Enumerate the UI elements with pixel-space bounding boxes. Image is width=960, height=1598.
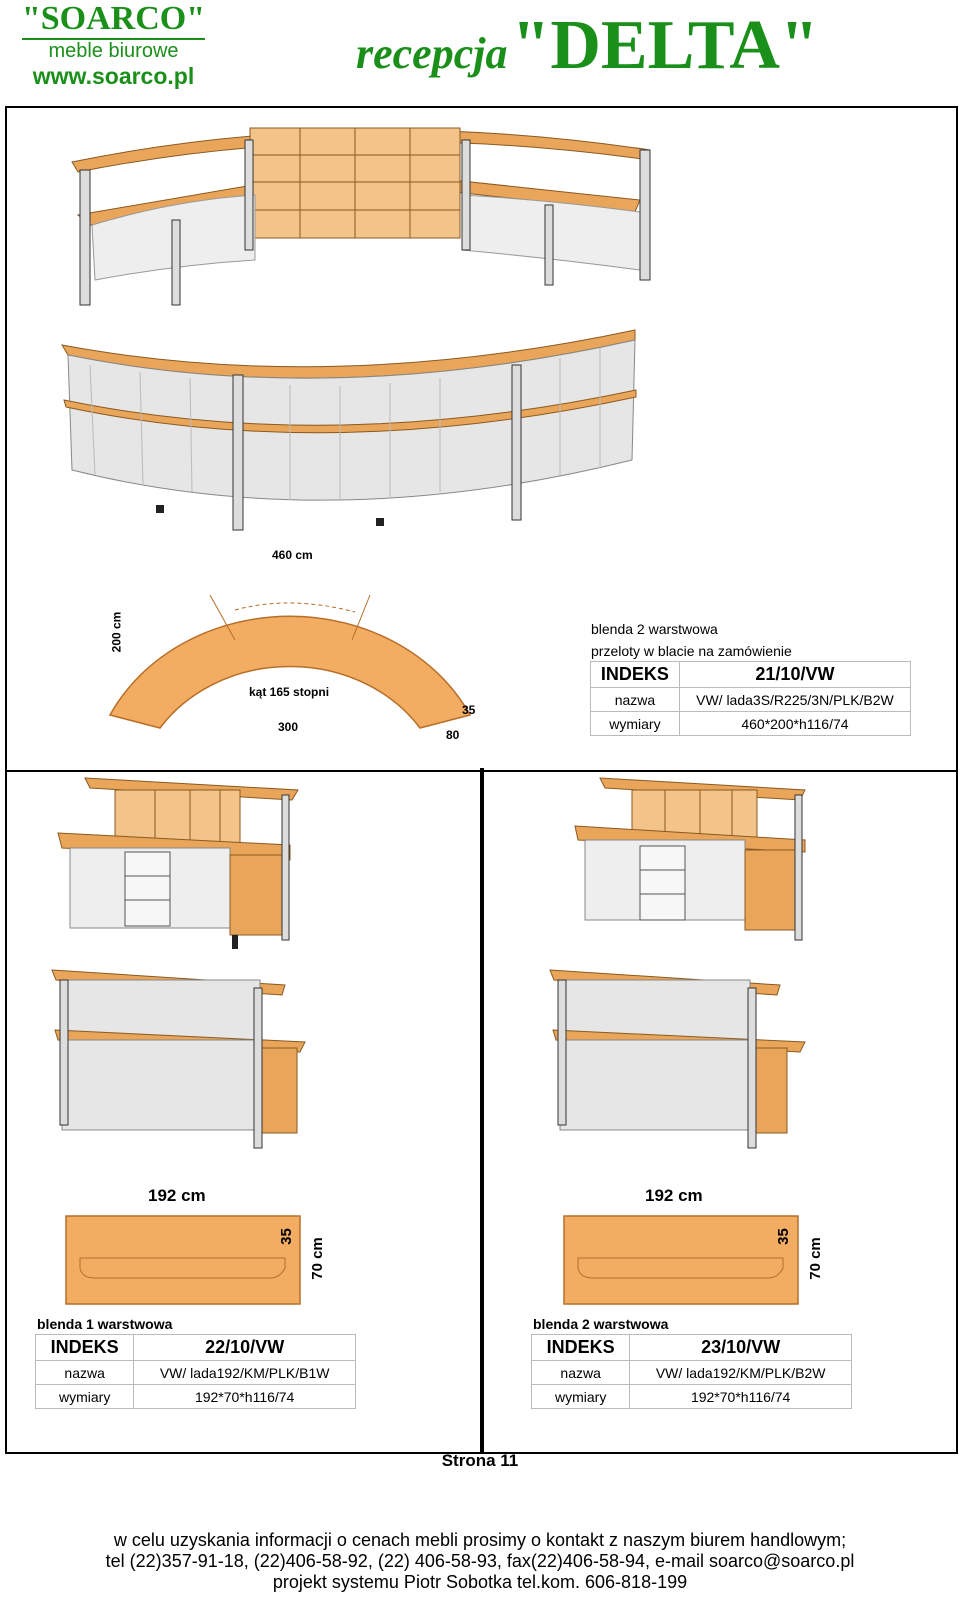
indeks-label: INDEKS (34, 1334, 135, 1361)
footer-line-2: tel (22)357-91-18, (22)406-58-92, (22) 4… (105, 1551, 855, 1571)
footer-contact: w celu uzyskania informacji o cenach meb… (0, 1530, 960, 1593)
brand-name: "SOARCO" (21, 0, 206, 40)
top-note-blend: blenda 2 warstwowa (591, 621, 718, 637)
page-number: Strona 11 (441, 1451, 519, 1470)
dim-right-width: 192 cm (645, 1186, 703, 1205)
right-product-frame (480, 768, 958, 1454)
top-note-przeloty: przeloty w blacie na zamówienie (591, 643, 792, 659)
wymiary-value: 192*70*h116/74 (629, 1384, 852, 1409)
wymiary-label: wymiary (590, 711, 680, 736)
right-note-blend: blenda 2 warstwowa (533, 1316, 669, 1332)
nazwa-value: VW/ lada192/KM/PLK/B2W (629, 1360, 852, 1385)
footer-line-3: projekt systemu Piotr Sobotka tel.kom. 6… (272, 1572, 688, 1592)
title-name: "DELTA" (511, 7, 819, 84)
indeks-label: INDEKS (530, 1334, 631, 1361)
brand-subtitle: meble biurowe (48, 40, 179, 62)
wymiary-value: 460*200*h116/74 (678, 711, 912, 736)
nazwa-value: VW/ lada3S/R225/3N/PLK/B2W (678, 687, 912, 712)
brand-block: "SOARCO" meble biurowe www.soarco.pl (6, 0, 221, 90)
dim-left-shelf: 35 (277, 1228, 295, 1245)
indeks-value: 23/10/VW (629, 1334, 852, 1361)
dim-top-inner: 300 (278, 720, 299, 734)
dim-top-depth: 200 cm (109, 611, 124, 653)
nazwa-label: nazwa (34, 1360, 135, 1385)
indeks-value: 21/10/VW (678, 661, 912, 688)
dim-top-seg-depth: 80 (446, 728, 460, 742)
wymiary-label: wymiary (34, 1384, 135, 1409)
dim-left-width: 192 cm (148, 1186, 206, 1205)
wymiary-value: 192*70*h116/74 (133, 1384, 356, 1409)
dim-left-depth: 70 cm (308, 1237, 326, 1280)
left-note-blend: blenda 1 warstwowa (37, 1316, 173, 1332)
dim-top-seg-end: 35 (462, 703, 476, 717)
indeks-label: INDEKS (590, 661, 680, 688)
dim-right-depth: 70 cm (806, 1237, 824, 1280)
left-product-frame (5, 768, 484, 1454)
footer-line-1: w celu uzyskania informacji o cenach meb… (113, 1530, 847, 1550)
dim-right-shelf: 35 (774, 1228, 792, 1245)
indeks-value: 22/10/VW (133, 1334, 356, 1361)
dim-top-width: 460 cm (272, 548, 313, 562)
brand-url[interactable]: www.soarco.pl (32, 63, 195, 89)
nazwa-label: nazwa (530, 1360, 631, 1385)
title-word: recepcja (356, 29, 508, 78)
dim-top-angle: kąt 165 stopni (249, 685, 330, 699)
page-title: recepcja "DELTA" (356, 6, 819, 86)
nazwa-value: VW/ lada192/KM/PLK/B1W (133, 1360, 356, 1385)
wymiary-label: wymiary (530, 1384, 631, 1409)
nazwa-label: nazwa (590, 687, 680, 712)
